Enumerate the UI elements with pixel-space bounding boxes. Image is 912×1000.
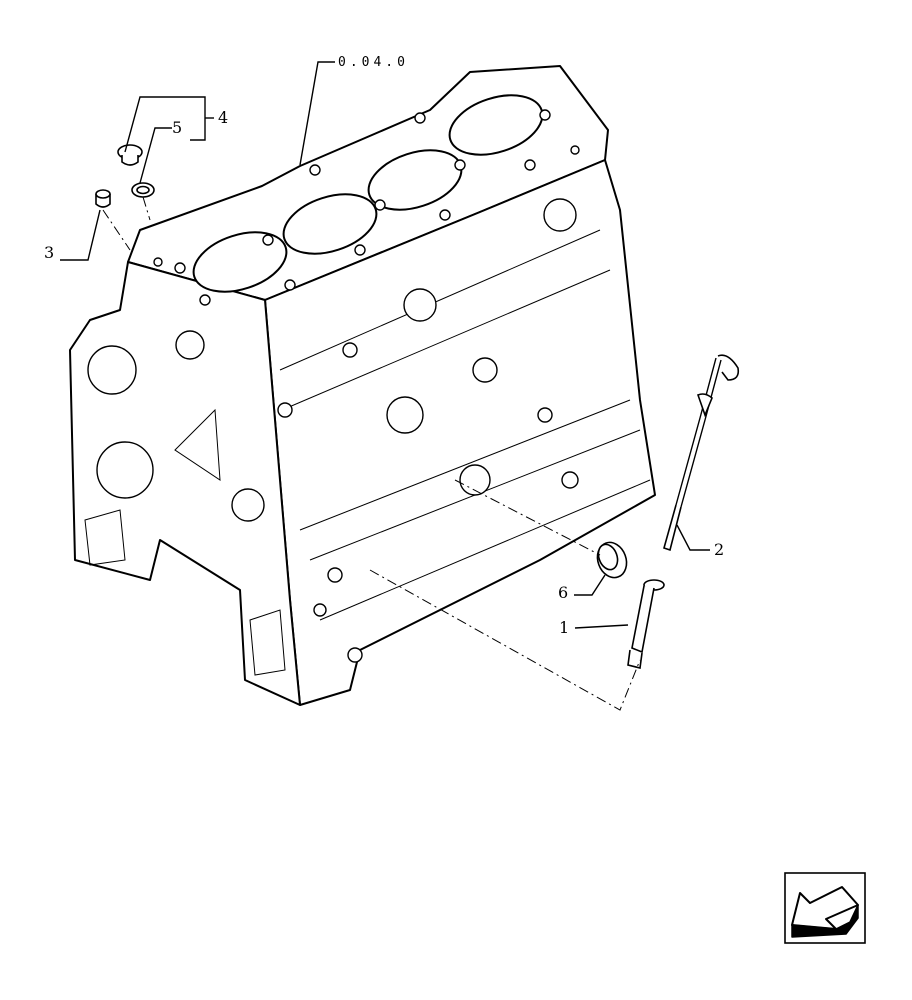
arrow-left-down-icon (791, 886, 859, 938)
label-item-1: 1 (559, 618, 569, 637)
callout-labels: 0.04.0 4 5 3 6 1 2 (44, 55, 724, 637)
dipstick-part-2 (663, 354, 740, 552)
label-item-6: 6 (558, 583, 568, 602)
dipstick-tube-part-1 (627, 579, 665, 669)
label-item-4: 4 (218, 108, 228, 127)
leader-lines (60, 61, 710, 629)
label-item-3: 3 (44, 243, 54, 262)
assembly-lines (102, 196, 641, 711)
dowel-part-3 (95, 189, 111, 208)
seal-ring-part-6 (596, 541, 628, 579)
washer-part-4 (131, 182, 155, 198)
label-item-5: 5 (172, 118, 182, 137)
label-ref-0-04-0: 0.04.0 (338, 55, 409, 70)
label-item-2: 2 (714, 540, 724, 559)
engine-block (69, 65, 656, 706)
navigation-arrow-button[interactable] (784, 872, 866, 944)
plug-part-5 (117, 144, 143, 166)
